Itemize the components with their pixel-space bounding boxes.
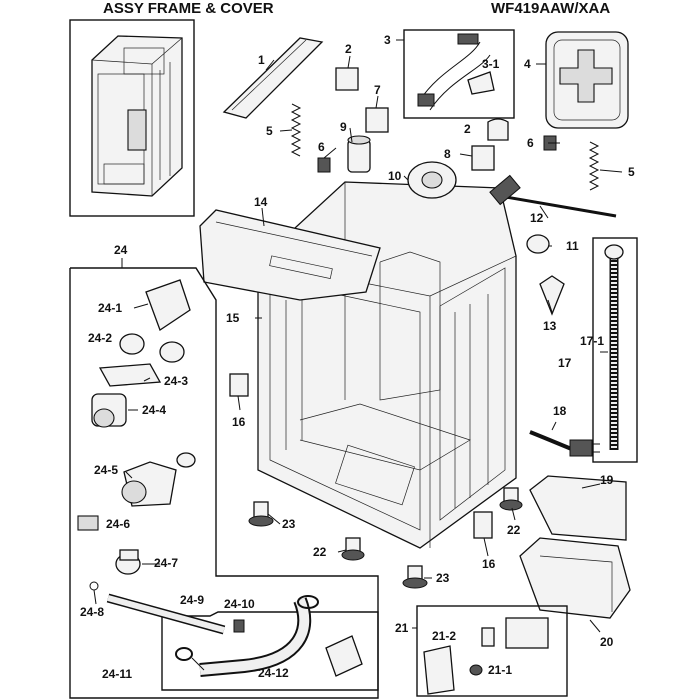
callout-24-11: 24-11 [102, 667, 132, 681]
part-7-plate [365, 107, 389, 133]
callout-24-12: 24-12 [258, 666, 289, 680]
callout-17: 17 [558, 356, 572, 370]
callout-24-5: 24-5 [94, 463, 118, 477]
callout-15: 15 [226, 311, 240, 325]
callout-14: 14 [254, 195, 268, 209]
callout-20: 20 [600, 635, 614, 649]
part-23-foot-left [248, 501, 274, 527]
part-24-drain-pump-assembly [69, 267, 379, 699]
part-18-power-cord [529, 430, 600, 457]
callout-10: 10 [388, 169, 402, 183]
callout-24-6: 24-6 [106, 517, 130, 531]
assembled-frame-inset [69, 19, 195, 217]
callout-13: 13 [543, 319, 557, 333]
part-6-clip-a [317, 157, 331, 173]
part-13-damper [539, 275, 565, 316]
callout-16a: 16 [232, 415, 246, 429]
callout-18: 18 [553, 404, 567, 418]
callout-2a: 2 [345, 42, 352, 56]
model-number: WF419AAW/XAA [491, 0, 611, 17]
part-2-plate-b [487, 118, 509, 141]
callout-24-1: 24-1 [98, 301, 122, 315]
callout-21-1: 21-1 [488, 663, 512, 677]
part-19-cover [529, 475, 627, 541]
callout-24-8: 24-8 [80, 605, 104, 619]
part-16-handle-left [229, 373, 249, 397]
callout-24-2: 24-2 [88, 331, 112, 345]
callout-16b: 16 [482, 557, 496, 571]
callout-21: 21 [395, 621, 409, 635]
callout-labels: 1 2 3 3-1 4 7 5 9 2 6 6 8 5 10 14 12 11 … [80, 33, 635, 681]
part-22-foot-right [499, 487, 523, 511]
part-2-plate-a [335, 67, 359, 91]
callout-24-3: 24-3 [164, 374, 188, 388]
part-17-drain-hose [592, 237, 638, 463]
part-22-foot-left [341, 537, 365, 561]
part-11-clamp [526, 234, 550, 254]
callout-22b: 22 [507, 523, 521, 537]
callout-1: 1 [258, 53, 265, 67]
callout-23b: 23 [436, 571, 450, 585]
callout-23a: 23 [282, 517, 296, 531]
callout-21-2: 21-2 [432, 629, 456, 643]
callout-8: 8 [444, 147, 451, 161]
callout-19: 19 [600, 473, 614, 487]
callout-6b: 6 [527, 136, 534, 150]
callout-24-9: 24-9 [180, 593, 204, 607]
callout-24-7: 24-7 [154, 556, 178, 570]
leader-lines [93, 39, 623, 671]
callout-24-4: 24-4 [142, 403, 166, 417]
part-23-foot-right [402, 565, 428, 589]
part-16-handle-right [473, 511, 493, 539]
callout-11: 11 [566, 239, 579, 253]
callout-7: 7 [374, 83, 381, 97]
part-10-pulley [407, 161, 457, 199]
callout-4: 4 [524, 57, 531, 71]
callout-3-1: 3-1 [482, 57, 500, 71]
callout-5b: 5 [628, 165, 635, 179]
callout-9: 9 [340, 120, 347, 134]
part-1-bracket [222, 37, 324, 119]
callout-5a: 5 [266, 124, 273, 138]
part-9-cylinder [347, 135, 371, 173]
part-3-wire-harness [403, 29, 515, 119]
part-21-pcb-assembly [416, 605, 568, 697]
callout-24: 24 [114, 243, 128, 257]
callout-6a: 6 [318, 140, 325, 154]
diagram-title: ASSY FRAME & COVER [103, 0, 274, 17]
part-5-spring-left [290, 103, 302, 157]
callout-24-10: 24-10 [224, 597, 255, 611]
callout-17-1: 17-1 [580, 334, 604, 348]
callout-3: 3 [384, 33, 391, 47]
part-5-spring-right [588, 141, 600, 191]
callout-12: 12 [530, 211, 544, 225]
part-12-rod [489, 174, 617, 218]
part-8-plate [471, 145, 495, 171]
part-20-dispenser [519, 537, 631, 619]
callout-2b: 2 [464, 122, 471, 136]
part-4-door-window [545, 31, 629, 129]
callout-22a: 22 [313, 545, 327, 559]
